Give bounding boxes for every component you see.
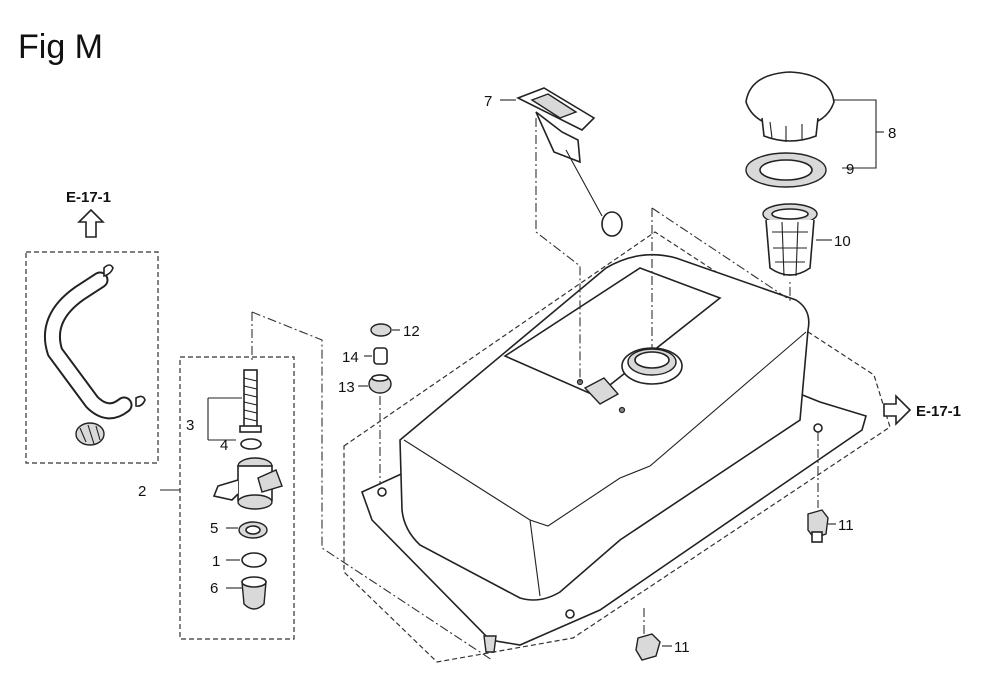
callout-6: 6 xyxy=(210,580,218,597)
collar-part xyxy=(373,347,388,365)
hose-clip-top xyxy=(103,264,114,278)
callout-3: 3 xyxy=(186,417,194,434)
fuel-cock-box xyxy=(179,356,295,640)
tank-top-platform xyxy=(503,267,722,397)
right-arrow-icon xyxy=(883,394,912,426)
float-rod xyxy=(565,149,603,217)
right-reference: E-17-1 xyxy=(883,394,961,426)
screw-part xyxy=(239,369,262,433)
gauge-float xyxy=(601,211,623,237)
callout-13: 13 xyxy=(338,379,355,396)
tank-outlet xyxy=(483,635,497,653)
flange-hole xyxy=(813,423,823,433)
callout-11a: 11 xyxy=(838,517,854,534)
flange-hole xyxy=(565,609,575,619)
hose-filter-icon xyxy=(75,422,105,446)
callout-8: 8 xyxy=(888,125,896,142)
reference-label-left[interactable]: E-17-1 xyxy=(66,189,111,206)
callout-10: 10 xyxy=(834,233,851,250)
gauge-opening xyxy=(583,377,620,405)
bolt-part xyxy=(807,509,829,543)
callout-2: 2 xyxy=(138,483,146,500)
fuel-hose xyxy=(45,273,131,418)
flange-hole xyxy=(377,487,387,497)
callout-11b: 11 xyxy=(674,639,690,656)
sediment-cup-part xyxy=(241,576,267,610)
fuel-tank xyxy=(343,231,891,663)
callout-5: 5 xyxy=(210,520,218,537)
tank-assembly-outline xyxy=(343,231,891,663)
fuel-cock-group: 3 4 2 5 1 6 xyxy=(138,311,493,661)
grommet-part xyxy=(368,374,392,394)
grommet-cap-part xyxy=(370,323,392,337)
gauge-leader-line xyxy=(535,118,581,384)
fuel-cap-part xyxy=(745,71,835,142)
figure-title: Fig M xyxy=(18,28,103,66)
callout-9: 9 xyxy=(846,161,854,178)
left-hose-group: E-17-1 xyxy=(25,189,159,464)
callout-4: 4 xyxy=(220,437,228,454)
filler-neck xyxy=(621,347,683,385)
callout-12: 12 xyxy=(403,323,420,340)
gauge-arm-bracket xyxy=(535,111,581,164)
bolt-group-right: 11 xyxy=(807,432,854,543)
callout-14: 14 xyxy=(342,349,359,366)
callout-1: 1 xyxy=(212,553,220,570)
filler-cap-group: 8 9 10 xyxy=(651,71,896,348)
o-ring-part xyxy=(241,552,267,568)
bolt-group-bottom: 11 xyxy=(635,608,690,661)
cock-leader-line xyxy=(251,311,493,661)
fuel-gauge-group: 7 xyxy=(484,87,623,384)
bolt-part xyxy=(635,633,661,661)
hose-clip-bottom xyxy=(135,395,146,407)
cap-gasket-part xyxy=(745,152,827,188)
fuel-cock-body xyxy=(212,457,283,510)
up-arrow-icon xyxy=(77,208,105,238)
reference-label-right[interactable]: E-17-1 xyxy=(916,403,961,420)
filter-cup-part xyxy=(238,521,268,539)
washer-part xyxy=(240,438,262,450)
callout-7: 7 xyxy=(484,93,492,110)
grommet-group: 12 14 13 xyxy=(338,323,420,485)
hose-group-box xyxy=(25,251,159,464)
fuel-strainer-part xyxy=(762,203,818,277)
